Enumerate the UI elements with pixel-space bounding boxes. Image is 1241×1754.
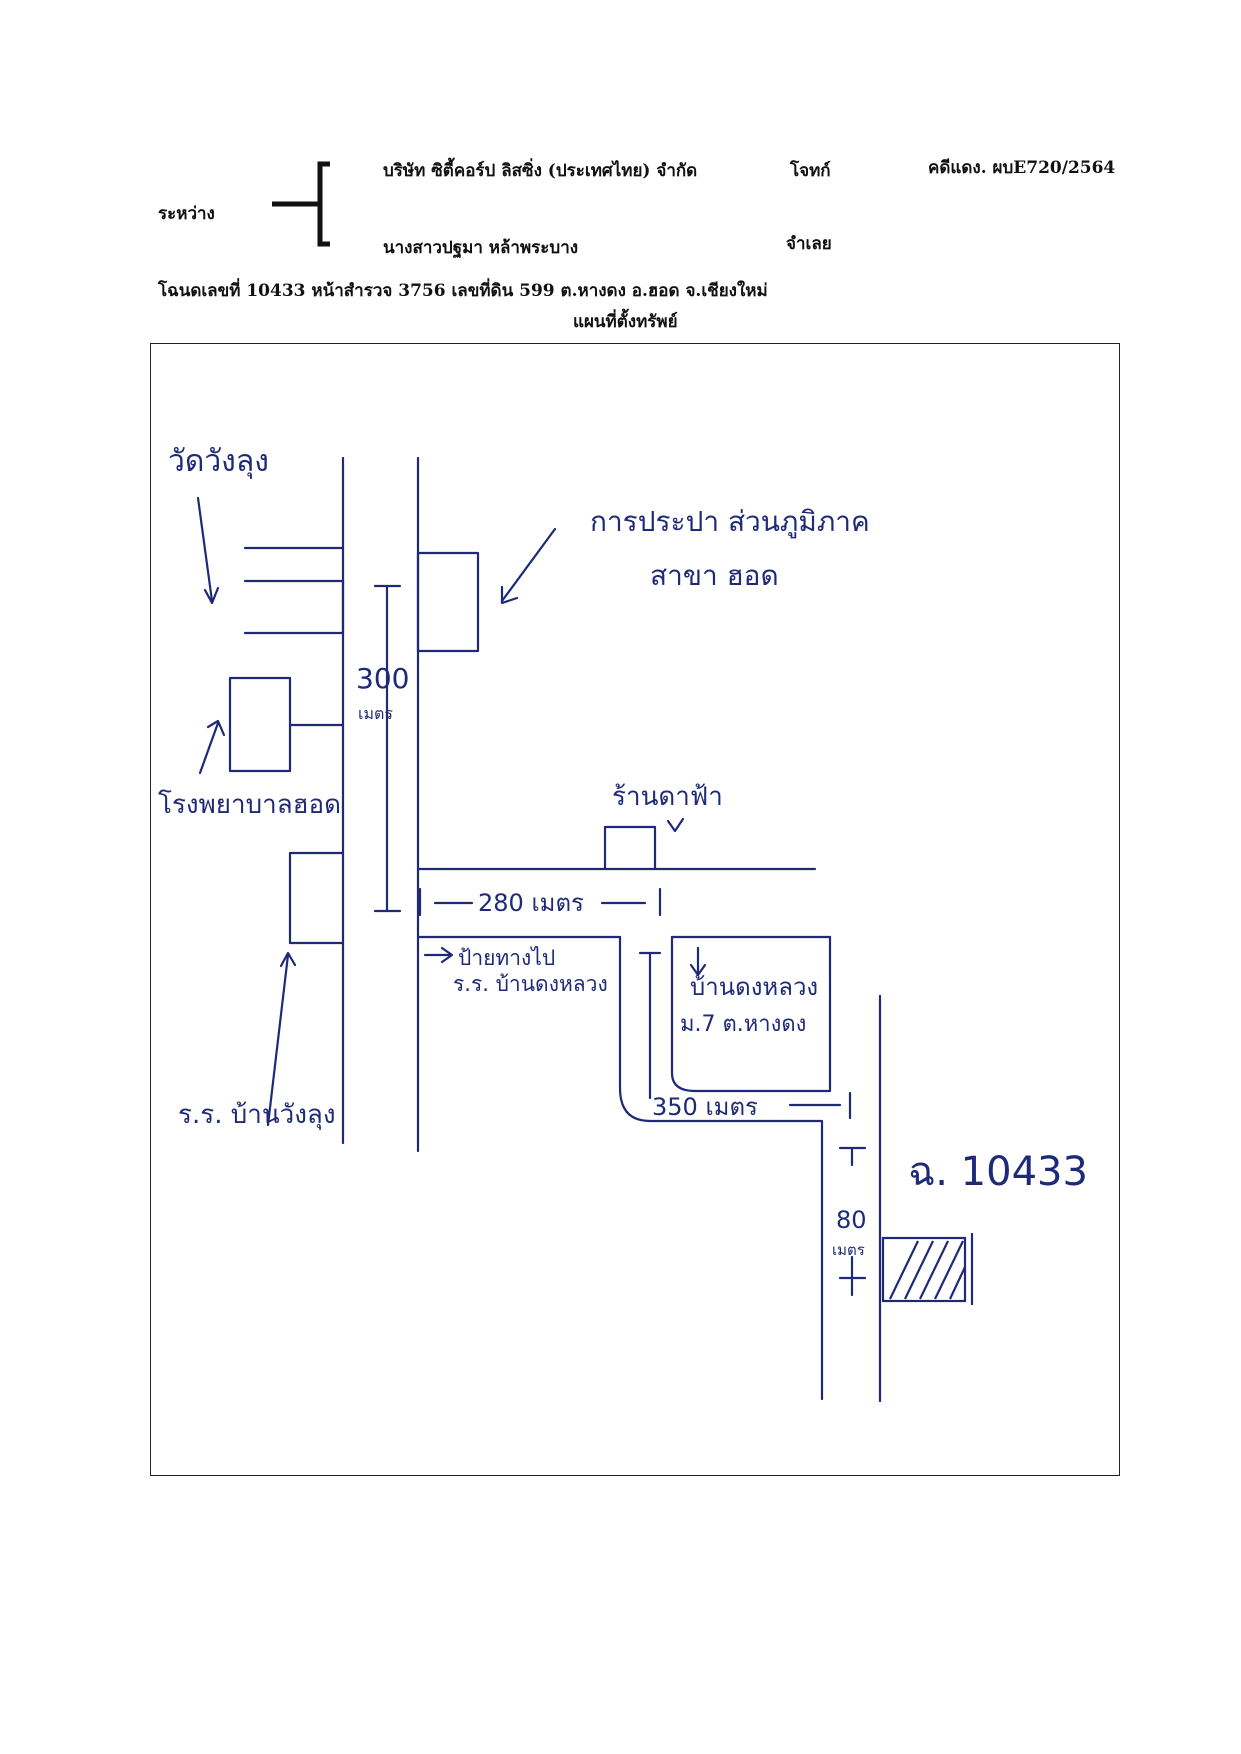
dist-350: 350 เมตร xyxy=(652,1093,758,1121)
sign-school-label: ร.ร. บ้านดงหลวง xyxy=(453,972,608,996)
dist-80-unit: เมตร xyxy=(832,1241,865,1259)
temple-label: วัดวังลุง xyxy=(168,444,269,480)
water-office-label: การประปา ส่วนภูมิภาค xyxy=(590,505,870,539)
dist-80: 80 xyxy=(836,1206,867,1234)
dist-280: 280 เมตร xyxy=(478,889,584,917)
deed-line: โฉนดเลขที่ 10433 หน้าสำรวจ 3756 เลขที่ดิ… xyxy=(158,281,768,301)
property-parcel xyxy=(881,1233,974,1305)
dist-300-unit: เมตร xyxy=(358,704,393,723)
hospital-label: โรงพยาบาลฮอด xyxy=(158,789,341,820)
defendant-name: นางสาวปฐมา หล้าพระบาง xyxy=(383,238,579,258)
map-roads xyxy=(196,456,882,1403)
map-title: แผนที่ตั้งทรัพย์ xyxy=(573,312,678,332)
water-branch-label: สาขา ฮอด xyxy=(650,559,779,592)
deed-mark: ฉ. 10433 xyxy=(908,1149,1088,1195)
school-label: ร.ร. บ้านวังลุง xyxy=(178,1100,336,1130)
location-map: วัดวังลุง การประปา ส่วนภูมิภาค สาขา ฮอด … xyxy=(158,444,1088,1403)
defendant-role: จำเลย xyxy=(786,234,832,254)
between-label: ระหว่าง xyxy=(158,204,215,224)
case-number: คดีแดง. ผบE720/2564 xyxy=(928,158,1116,178)
sign-label: ป้ายทางไป xyxy=(458,946,555,970)
plaintiff-role: โจทก์ xyxy=(790,161,831,181)
brace-bracket xyxy=(272,161,330,247)
dist-300: 300 xyxy=(356,662,409,695)
map-frame xyxy=(150,343,1120,1476)
plaintiff-name: บริษัท ซิตี้คอร์ป ลิสซิ่ง (ประเทศไทย) จำ… xyxy=(383,161,698,181)
shop-label: ร้านดาฟ้า xyxy=(612,782,723,812)
village-label: บ้านดงหลวง xyxy=(690,973,818,1001)
village-moo-label: ม.7 ต.หางดง xyxy=(680,1012,806,1037)
